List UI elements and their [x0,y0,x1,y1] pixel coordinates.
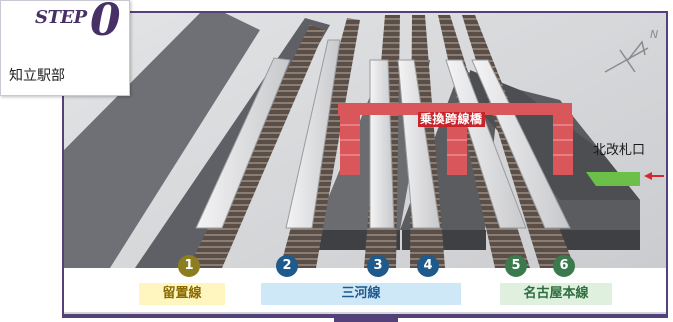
left-yard [64,13,260,268]
step-word: STEP [35,7,87,28]
line-label-nagoya-main: 名古屋本線 [500,283,612,305]
svg-text:N: N [650,28,658,41]
transfer-overpass [338,103,573,175]
entry-arrow-icon [644,172,664,180]
track-number-4: 4 [417,255,439,277]
line-label-mikawa: 三河線 [261,283,461,305]
frame-tab [334,316,398,322]
step-badge: STEP 0 知立駅部 [0,0,130,96]
track-number-1: 1 [178,255,200,277]
track-number-5: 5 [505,255,527,277]
step-number: 0 [90,0,121,46]
north-gate-label: 北改札口 [593,143,646,158]
overpass-label: 乗換跨線橋 [418,112,485,127]
compass-icon: N [604,28,658,73]
track-number-3: 3 [367,255,389,277]
track-number-6: 6 [553,255,575,277]
track-number-2: 2 [276,255,298,277]
line-label-siding: 留置線 [139,283,225,305]
trains [195,39,571,229]
station-name: 知立駅部 [9,68,65,84]
north-gate-floor [586,172,640,186]
